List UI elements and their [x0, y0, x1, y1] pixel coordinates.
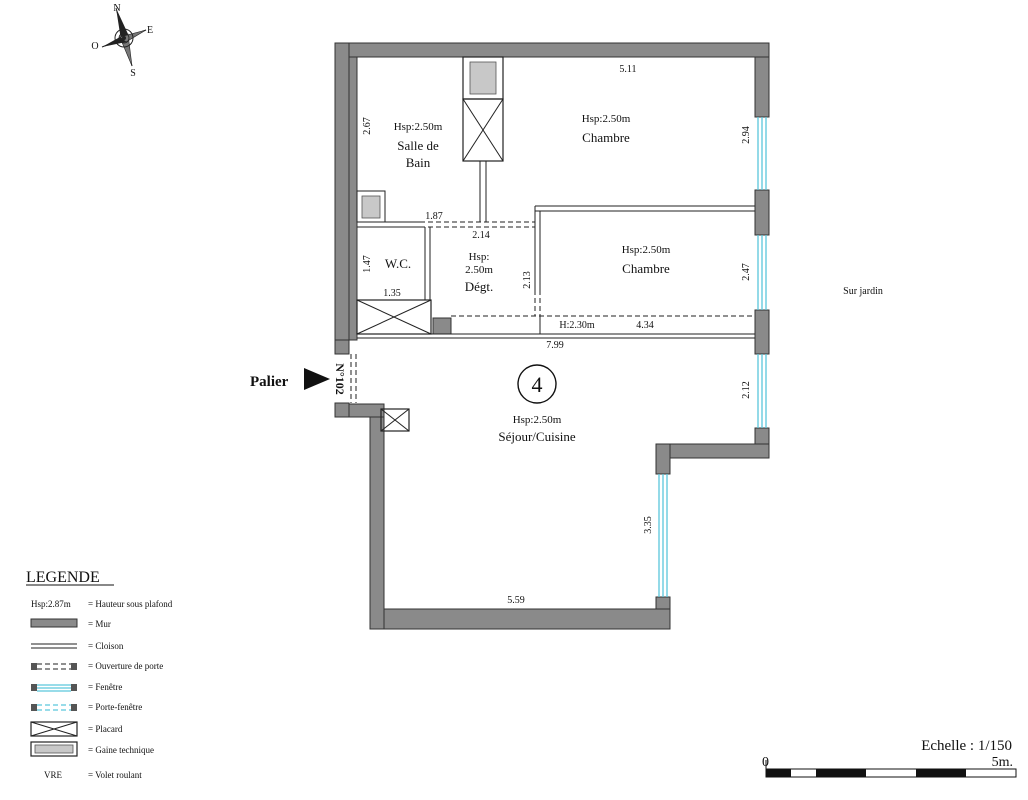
sdb-hsp: Hsp:2.50m	[394, 121, 443, 133]
legend-label-cloison: = Cloison	[88, 641, 124, 651]
degt-hsp-line2: 2.50m	[465, 264, 493, 276]
sur-jardin-label: Sur jardin	[843, 286, 883, 297]
dim-5-11: 5.11	[619, 64, 636, 75]
lot-number-circle	[517, 364, 557, 404]
legend-label-placard: = Placard	[88, 724, 123, 734]
windows	[658, 117, 767, 597]
compass-south: S	[130, 68, 136, 79]
dim-2-14: 2.14	[472, 230, 490, 241]
legend-french-window-swatch	[31, 704, 77, 711]
compass-rose	[101, 7, 147, 67]
scale-end: 5m.	[992, 755, 1013, 770]
dim-3-35: 3.35	[643, 516, 654, 534]
chambre2-name: Chambre	[622, 261, 670, 276]
sdb-name-line2: Bain	[406, 155, 431, 170]
legend-label-wall: = Mur	[88, 619, 111, 629]
legend-label-gaine: = Gaine technique	[88, 745, 154, 755]
legend-wall-swatch	[30, 618, 78, 628]
dim-2-67: 2.67	[362, 117, 373, 135]
sejour-hsp: Hsp:2.50m	[513, 414, 562, 426]
legend-window-swatch	[31, 684, 77, 692]
palier-label: Palier	[250, 374, 289, 390]
degt-name: Dégt.	[465, 279, 494, 294]
legend-title: LEGENDE	[26, 569, 100, 586]
chambre2-hsp: Hsp:2.50m	[622, 244, 671, 256]
compass-north: N	[113, 3, 120, 14]
legend-placard-swatch	[30, 721, 78, 737]
dim-1-47: 1.47	[362, 255, 373, 273]
dim-1-87: 1.87	[425, 211, 443, 222]
dim-2-12: 2.12	[741, 381, 752, 399]
legend-symbol-hsp: Hsp:2.87m	[31, 599, 71, 609]
dim-2-13: 2.13	[522, 271, 533, 289]
dim-2-94: 2.94	[741, 126, 752, 144]
dim-h-2-30: H:2.30m	[559, 320, 595, 331]
legend-label-french-window: = Porte-fenêtre	[88, 702, 142, 712]
dim-4-34: 4.34	[636, 320, 654, 331]
legend-label-window: = Fenêtre	[88, 682, 122, 692]
legend-door-swatch	[31, 663, 77, 670]
lot-number: 4	[532, 372, 543, 397]
compass-west: O	[91, 41, 98, 52]
dim-5-59: 5.59	[507, 595, 525, 606]
legend-label-vre: = Volet roulant	[88, 770, 142, 780]
dim-7-99: 7.99	[546, 340, 564, 351]
chambre1-name: Chambre	[582, 130, 630, 145]
degt-hsp-line1: Hsp:	[469, 251, 490, 263]
dim-2-47: 2.47	[741, 263, 752, 281]
scale-label: Echelle : 1/150	[921, 738, 1012, 754]
scale-bar	[765, 760, 1017, 778]
exterior-walls	[334, 42, 770, 630]
sejour-name: Séjour/Cuisine	[498, 429, 576, 444]
sdb-name-line1: Salle de	[397, 138, 439, 153]
chambre1-hsp: Hsp:2.50m	[582, 113, 631, 125]
legend-label-hsp: = Hauteur sous plafond	[88, 599, 173, 609]
door-number: N°102	[333, 363, 347, 394]
wc-name: W.C.	[385, 256, 411, 271]
interior-partitions	[350, 56, 755, 432]
legend-gaine-swatch	[30, 741, 78, 757]
compass-east: E	[147, 25, 153, 36]
entrance-arrow-icon	[304, 368, 330, 390]
legend-label-door: = Ouverture de porte	[88, 661, 163, 671]
legend-symbol-vre: VRE	[44, 770, 63, 780]
legend-cloison-swatch	[31, 643, 77, 649]
dim-1-35: 1.35	[383, 288, 401, 299]
